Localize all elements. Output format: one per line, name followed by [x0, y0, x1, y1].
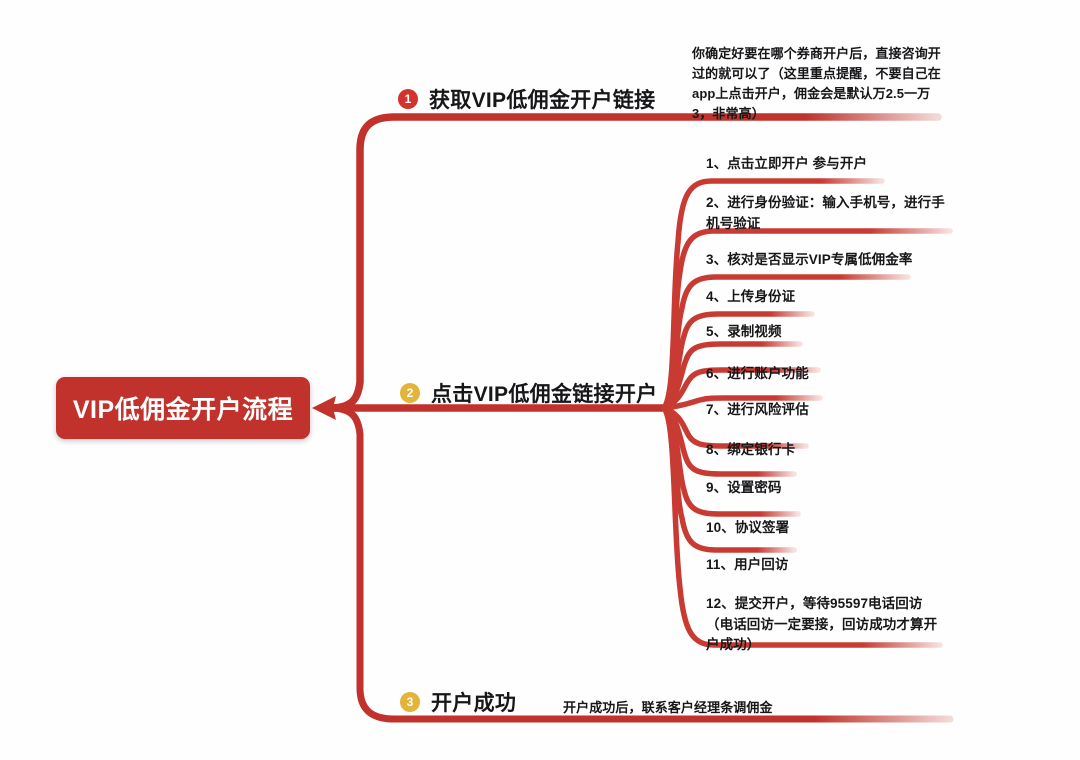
- branch-1-number-badge: 1: [398, 89, 418, 109]
- sub-step-item[interactable]: 12、提交开户，等待95597电话回访（电话回访一定要接，回访成功才算开户成功）: [706, 596, 938, 653]
- sub-step-item[interactable]: 5、录制视频: [706, 324, 782, 339]
- branch-item-2[interactable]: 2 点击VIP低佣金链接开户: [400, 378, 657, 408]
- branch-3-number-badge: 3: [400, 692, 420, 712]
- sub-step-item[interactable]: 9、设置密码: [706, 480, 782, 495]
- sub-step-item[interactable]: 6、进行账户功能: [706, 366, 809, 381]
- sub-step-item[interactable]: 3、核对是否显示VIP专属低佣金率: [706, 252, 913, 267]
- branch-1-note: 你确定好要在哪个券商开户后，直接咨询开过的就可以了（这里重点提醒，不要自己在ap…: [692, 46, 941, 122]
- root-arrowhead: [312, 396, 336, 420]
- root-node[interactable]: VIP低佣金开户流程: [56, 377, 310, 439]
- sub-step-item[interactable]: 4、上传身份证: [706, 289, 796, 304]
- branch-3-label-text: 开户成功: [431, 692, 517, 715]
- branch-2-number-badge: 2: [400, 383, 420, 403]
- branch-item-3[interactable]: 3 开户成功: [400, 687, 516, 717]
- branch-2-label-text: 点击VIP低佣金链接开户: [431, 383, 658, 406]
- sub-step-item[interactable]: 11、用户回访: [706, 557, 789, 572]
- branch-item-1[interactable]: 1 获取VIP低佣金开户链接: [398, 84, 655, 114]
- root-node-label: VIP低佣金开户流程: [72, 396, 294, 424]
- sub-step-item[interactable]: 8、绑定银行卡: [706, 442, 796, 457]
- branch-3-note: 开户成功后，联系客户经理条调佣金: [563, 700, 773, 715]
- sub-step-item[interactable]: 1、点击立即开户 参与开户: [706, 156, 868, 171]
- sub-step-item[interactable]: 2、进行身份验证：输入手机号，进行手机号验证: [706, 195, 945, 231]
- sub-step-item[interactable]: 7、进行风险评估: [706, 402, 809, 417]
- sub-step-item[interactable]: 10、协议签署: [706, 520, 790, 535]
- branch-1-label-text: 获取VIP低佣金开户链接: [429, 89, 656, 112]
